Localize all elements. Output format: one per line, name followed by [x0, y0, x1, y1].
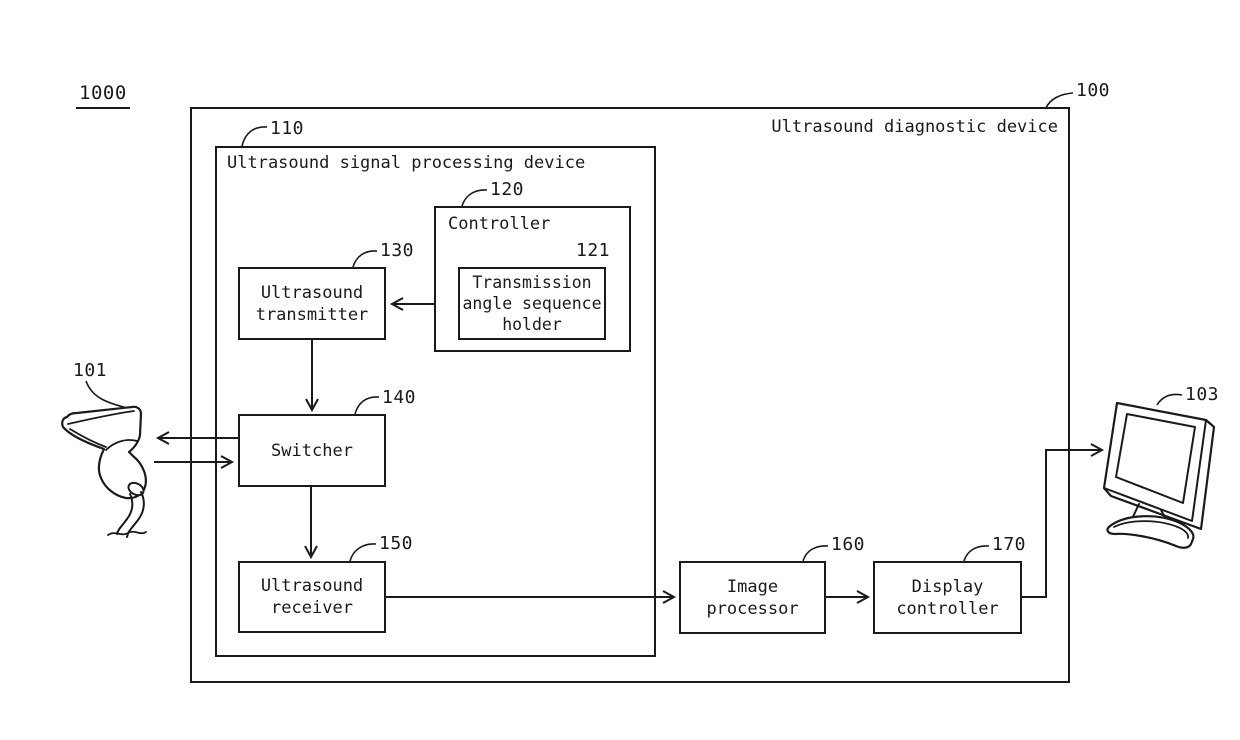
block-switcher: Switcher: [238, 414, 386, 487]
ref-label-170: 170: [992, 534, 1027, 555]
label-ultrasound-signal-processing-device: Ultrasound signal processing device: [227, 153, 586, 173]
ref-label-1000: 1000: [76, 82, 130, 109]
probe-cable-collar: [127, 481, 145, 497]
ref-label-121: 121: [576, 240, 611, 261]
monitor-neck-right: [1160, 509, 1170, 526]
block-ultrasound-receiver: Ultrasound receiver: [238, 561, 386, 633]
monitor-base: [1106, 515, 1195, 549]
probe-head-bottom-line: [69, 428, 107, 448]
ultrasound-probe-icon: [61, 405, 147, 538]
monitor-neck-left: [1130, 503, 1140, 522]
ref-label-120: 120: [490, 179, 525, 200]
leader-100: [1045, 92, 1074, 109]
monitor-front-edges: [1103, 419, 1207, 522]
label-ultrasound-transmitter: Ultrasound transmitter: [255, 282, 369, 325]
block-display-controller: Display controller: [873, 561, 1022, 634]
probe-head-top-line: [67, 410, 135, 425]
ref-label-100: 100: [1076, 80, 1111, 101]
ref-label-160: 160: [831, 534, 866, 555]
ref-label-101: 101: [73, 360, 108, 381]
label-switcher: Switcher: [271, 440, 353, 461]
block-transmission-angle-sequence-holder: Transmission angle sequence holder: [458, 267, 606, 340]
label-ultrasound-receiver: Ultrasound receiver: [260, 576, 364, 618]
probe-cable-break-line: [107, 530, 147, 536]
label-controller: Controller: [448, 214, 551, 234]
display-monitor-icon: [1102, 401, 1216, 549]
leader-103: [1156, 393, 1183, 406]
ref-label-110: 110: [270, 118, 305, 139]
block-ultrasound-transmitter: Ultrasound transmitter: [238, 267, 386, 340]
ref-label-140: 140: [382, 387, 417, 408]
label-image-processor: Image processor: [706, 576, 799, 619]
label-display-controller: Display controller: [896, 576, 999, 619]
ref-label-130: 130: [380, 240, 415, 261]
probe-neck-line: [105, 439, 138, 451]
probe-cable-right: [126, 491, 145, 538]
box-ultrasound-signal-processing-device: [215, 146, 656, 657]
block-image-processor: Image processor: [679, 561, 826, 634]
monitor-base-rim: [1113, 520, 1190, 539]
leader-101: [85, 380, 128, 409]
box-ultrasound-diagnostic-device: [190, 107, 1070, 683]
label-transmission-angle-sequence-holder: Transmission angle sequence holder: [462, 273, 602, 334]
probe-cable-left: [116, 493, 134, 535]
monitor-screen: [1115, 413, 1196, 504]
monitor-case: [1102, 401, 1216, 531]
ref-label-103: 103: [1185, 384, 1220, 405]
probe-body: [61, 405, 147, 500]
ref-label-150: 150: [379, 533, 414, 554]
label-ultrasound-diagnostic-device: Ultrasound diagnostic device: [771, 117, 1058, 137]
